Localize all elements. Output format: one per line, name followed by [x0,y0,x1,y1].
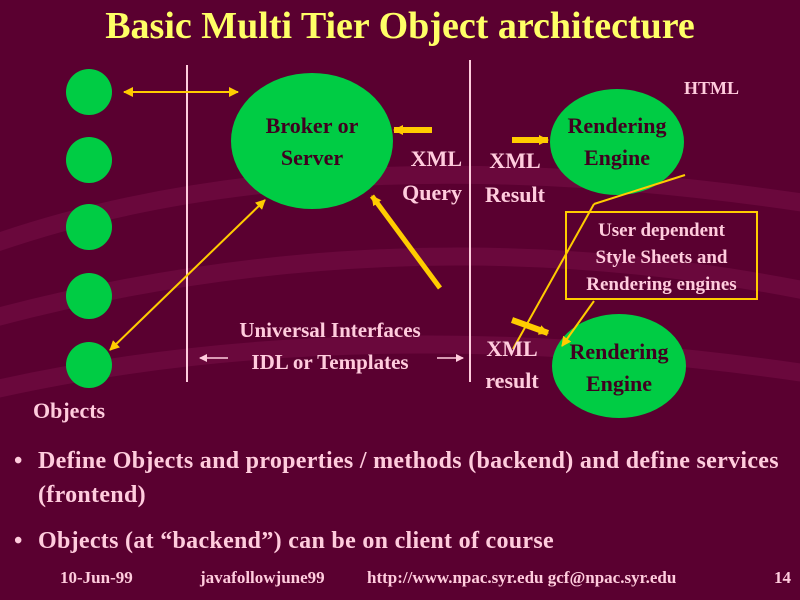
arrow-user-to-rendering [561,300,595,347]
bullet-item: • Objects (at “backend”) can be on clien… [14,524,794,558]
rendering-engine-bottom-label: Rendering Engine [569,339,669,396]
page-title: Basic Multi Tier Object architecture [105,5,695,47]
bullet-list: • Define Objects and properties / method… [14,444,794,570]
object-circle-1 [66,69,112,115]
arrow-rendering-top-to-bottom [593,174,686,205]
universal-interfaces-label: Universal Interfaces IDL or Templates [239,318,421,374]
html-label: HTML [684,78,740,98]
footer-file: javafollowjune99 [200,568,325,587]
rendering-engine-bottom-ellipse [552,314,686,418]
user-dependent-box: User dependent Style Sheets and Renderin… [565,211,758,300]
xml-result-label: XML Result [485,148,545,207]
object-circle-3 [66,204,112,250]
objects-label: Objects [33,398,106,423]
object-circle-2 [66,137,112,183]
bullet-item: • Define Objects and properties / method… [14,444,794,512]
xml-query-label: XML Query [402,146,462,205]
bullet-glyph: • [14,448,23,474]
broker-ellipse [231,73,393,209]
footer-url: http://www.npac.syr.edu gcf@npac.syr.edu [367,568,677,587]
xml-result-low-label: XML result [485,336,539,393]
object-circle-4 [66,273,112,319]
broker-label: Broker or Server [265,113,359,170]
bullet-glyph: • [14,528,23,554]
rendering-engine-top-ellipse [550,89,684,195]
arrow-query-to-broker [369,194,443,290]
arrow-xml-result-low [510,317,550,336]
footer-page-number: 14 [774,568,791,587]
footer-date: 10-Jun-99 [60,568,133,587]
rendering-engine-top-label: Rendering Engine [567,113,667,170]
object-circle-5 [66,342,112,388]
arrow-object5-broker [109,199,266,351]
